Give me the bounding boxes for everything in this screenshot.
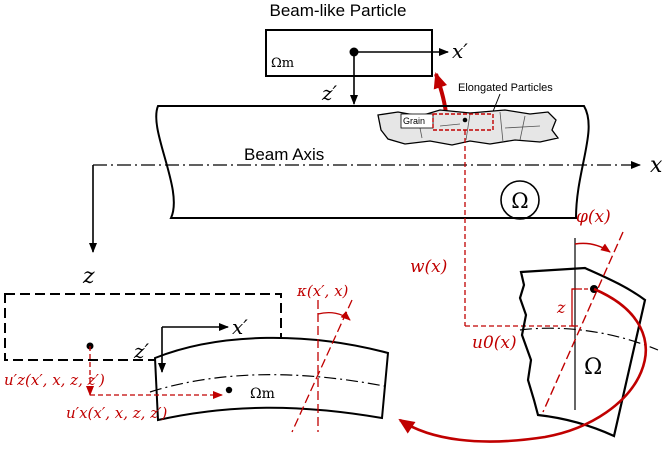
title-label: Beam-like Particle	[270, 1, 407, 20]
phi-label: φ(x)	[576, 207, 611, 227]
undeformed-particle-box	[4, 293, 282, 361]
zoom-red-arrow	[433, 72, 448, 114]
omega-circle	[500, 180, 540, 220]
top-x-prime-label: x′	[452, 39, 468, 63]
section-rotated-line	[542, 231, 624, 413]
bottom-x-prime-label: x′	[232, 315, 248, 339]
kappa-label: κ(x′, x)	[296, 282, 349, 300]
u0-label: u0(x)	[472, 333, 517, 353]
kappa-rotated-dashed	[291, 299, 353, 433]
uz-label: u′z(x′, x, z, z′)	[4, 371, 105, 389]
top-z-prime-label: z′	[321, 81, 338, 105]
phi-arc	[574, 242, 611, 253]
omega-beam-label: Ω	[511, 189, 528, 213]
ux-label: u′x(x′, x, z, z′)	[66, 404, 168, 422]
omega-m-bottom-label: Ωm	[250, 386, 275, 402]
deformed-particle	[153, 336, 390, 422]
w-label: w(x)	[410, 257, 447, 277]
elongated-particles-label: Elongated Particles	[458, 82, 553, 94]
kappa-arc	[317, 311, 351, 321]
beam-axis-label: Beam Axis	[244, 145, 324, 164]
deformed-center-dot	[225, 386, 233, 394]
section-neutral-axis	[519, 327, 659, 351]
beam-body	[155, 105, 590, 219]
z-small-label: z	[556, 298, 566, 317]
z-axis-label: z	[82, 264, 95, 289]
section-body	[518, 266, 647, 438]
return-red-arrow	[398, 287, 647, 443]
omega-section-label: Ω	[584, 355, 602, 380]
deformed-centerline	[149, 374, 385, 393]
selected-grain-box	[432, 113, 494, 131]
grain-center-dot	[462, 117, 468, 123]
beam-particle-box	[265, 29, 433, 77]
bottom-z-prime-label: z′	[133, 339, 150, 363]
omega-m-top-label: Ωm	[271, 56, 294, 71]
x-axis-label: x	[650, 153, 663, 178]
grain-label: Grain	[403, 116, 425, 126]
